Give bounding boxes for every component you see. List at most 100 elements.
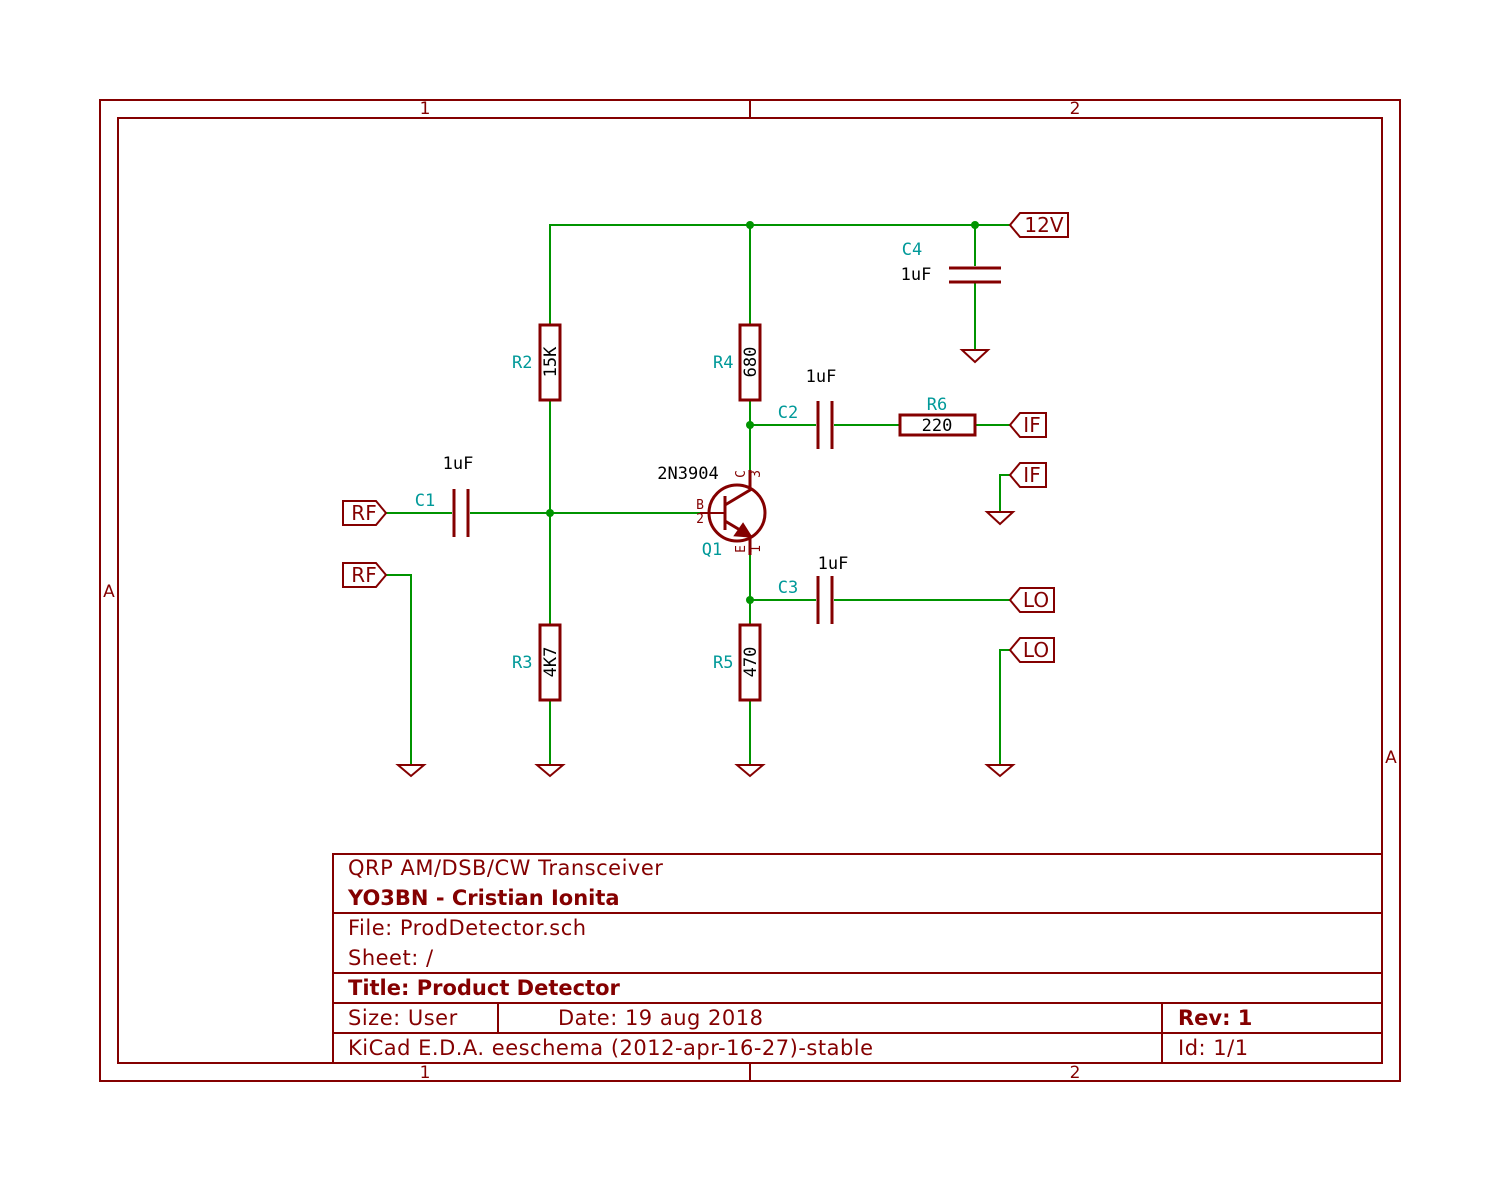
- port-rf-in-label: RF: [351, 501, 376, 525]
- resistor-r5-body: [738, 623, 762, 702]
- transistor-q1-value: 2N3904: [657, 464, 718, 484]
- port-if-out[interactable]: IF: [1008, 412, 1047, 438]
- wire-rf-gnd: [386, 574, 412, 765]
- row-label-right-a: A: [1385, 748, 1397, 768]
- port-rf-gnd[interactable]: RF: [342, 562, 388, 588]
- transistor-q1[interactable]: 2N3904 Q1 B 2 C 3 E 1: [657, 464, 767, 560]
- port-12v-label: 12V: [1024, 213, 1063, 237]
- port-if-gnd-label: IF: [1023, 463, 1040, 487]
- revision: Rev: 1: [1178, 1006, 1252, 1030]
- capacitor-c1[interactable]: 1uF C1: [415, 454, 474, 537]
- port-rf-gnd-shape: [342, 562, 388, 588]
- row-label-left-a: A: [103, 582, 115, 602]
- port-lo-in-label: LO: [1023, 588, 1049, 612]
- zone-label-top-1: 1: [420, 99, 431, 119]
- resistor-r6-body: [898, 413, 977, 437]
- ground-icon: [959, 349, 991, 364]
- sheet-size: Size: User: [348, 1006, 458, 1030]
- resistor-r4-value: 680: [741, 347, 761, 378]
- transistor-q1-pin-b-name: B: [696, 498, 704, 513]
- junction-rail-c4: [971, 221, 979, 229]
- transistor-q1-pin-e-name: E: [734, 545, 749, 553]
- ground-icon: [984, 511, 1016, 526]
- capacitor-c3-value: 1uF: [818, 554, 849, 574]
- tool-version: KiCad E.D.A. eeschema (2012-apr-16-27)-s…: [348, 1036, 874, 1060]
- resistor-r2-value: 15K: [541, 346, 561, 377]
- transistor-q1-pin-c-name: C: [734, 470, 749, 478]
- resistor-r5-value: 470: [741, 647, 761, 678]
- junctions: [546, 221, 979, 604]
- project-name: QRP AM/DSB/CW Transceiver: [348, 856, 663, 880]
- port-lo-gnd[interactable]: LO: [1008, 637, 1055, 663]
- port-12v[interactable]: 12V: [1008, 212, 1069, 238]
- junction-emitter: [746, 596, 754, 604]
- resistor-r6[interactable]: 220 R6: [898, 395, 977, 437]
- sheet-id: Id: 1/1: [1178, 1036, 1249, 1060]
- file-name: File: ProdDetector.sch: [348, 916, 587, 940]
- ground-icon: [534, 764, 566, 778]
- resistor-r4-body: [738, 323, 762, 402]
- port-lo-in-shape: [1008, 587, 1055, 613]
- port-if-gnd-shape: [1008, 462, 1047, 488]
- transistor-q1-pin-b-num: 2: [696, 512, 704, 527]
- junction-rail-r4: [746, 221, 754, 229]
- junction-base: [546, 509, 554, 517]
- ground-symbols: [395, 349, 1016, 778]
- capacitor-c2[interactable]: 1uF C2: [778, 367, 837, 449]
- port-lo-gnd-shape: [1008, 637, 1055, 663]
- resistor-r3-ref: R3: [512, 653, 532, 673]
- zone-label-top-2: 2: [1070, 99, 1081, 119]
- resistor-r3[interactable]: 4K7 R3: [512, 623, 562, 702]
- resistor-r6-value: 220: [922, 416, 953, 436]
- title-block: QRP AM/DSB/CW Transceiver YO3BN - Cristi…: [332, 853, 1383, 1064]
- resistor-r2-body: [538, 323, 562, 402]
- junction-collector: [746, 421, 754, 429]
- capacitor-c1-value: 1uF: [443, 454, 474, 474]
- ground-icon: [395, 764, 427, 778]
- capacitor-c2-value: 1uF: [806, 367, 837, 387]
- title-block-border: [332, 853, 1383, 1064]
- capacitor-c3-ref: C3: [778, 578, 798, 598]
- resistor-r5[interactable]: 470 R5: [713, 623, 762, 702]
- port-if-out-label: IF: [1023, 413, 1040, 437]
- author-name: YO3BN - Cristian Ionita: [347, 886, 620, 910]
- resistor-r2[interactable]: 15K R2: [512, 323, 562, 402]
- resistor-r6-ref: R6: [927, 395, 947, 415]
- resistor-r5-ref: R5: [713, 653, 733, 673]
- ground-icon: [734, 764, 766, 778]
- port-rf-in[interactable]: RF: [342, 500, 388, 526]
- transistor-q1-emitter-arrow: [733, 522, 753, 538]
- resistor-r4-ref: R4: [713, 353, 733, 373]
- resistor-r4[interactable]: 680 R4: [713, 323, 762, 402]
- resistor-r3-value: 4K7: [541, 647, 561, 678]
- sheet-date: Date: 19 aug 2018: [558, 1006, 763, 1030]
- wire-if-gnd: [999, 474, 1010, 512]
- capacitor-c3[interactable]: 1uF C3: [778, 554, 849, 624]
- port-if-gnd[interactable]: IF: [1008, 462, 1047, 488]
- capacitor-c2-ref: C2: [778, 403, 798, 423]
- capacitor-c1-ref: C1: [415, 491, 435, 511]
- port-rf-in-shape: [342, 500, 388, 526]
- transistor-q1-ref: Q1: [702, 540, 722, 560]
- ground-icon: [984, 764, 1016, 778]
- transistor-q1-pin-c-num: 3: [749, 470, 764, 478]
- zone-label-bottom-1: 1: [420, 1063, 431, 1083]
- zone-label-bottom-2: 2: [1070, 1063, 1081, 1083]
- capacitor-c4-ref: C4: [902, 240, 922, 260]
- transistor-q1-pin-e-num: 1: [749, 545, 764, 553]
- port-lo-in[interactable]: LO: [1008, 587, 1055, 613]
- page-title: Title: Product Detector: [348, 976, 621, 1000]
- port-lo-gnd-label: LO: [1023, 638, 1049, 662]
- wire-lo-gnd: [999, 649, 1010, 765]
- wire-12v-rail: [549, 224, 1010, 325]
- port-12v-shape: [1008, 212, 1069, 238]
- port-rf-gnd-label: RF: [351, 563, 376, 587]
- wires: [386, 224, 1010, 765]
- port-if-out-shape: [1008, 412, 1047, 438]
- capacitor-c4-value: 1uF: [901, 265, 932, 285]
- resistor-r2-ref: R2: [512, 353, 532, 373]
- transistor-q1-collector-lead: [724, 470, 752, 507]
- sheet-path: Sheet: /: [348, 946, 434, 970]
- capacitor-c4[interactable]: C4 1uF: [901, 240, 1001, 285]
